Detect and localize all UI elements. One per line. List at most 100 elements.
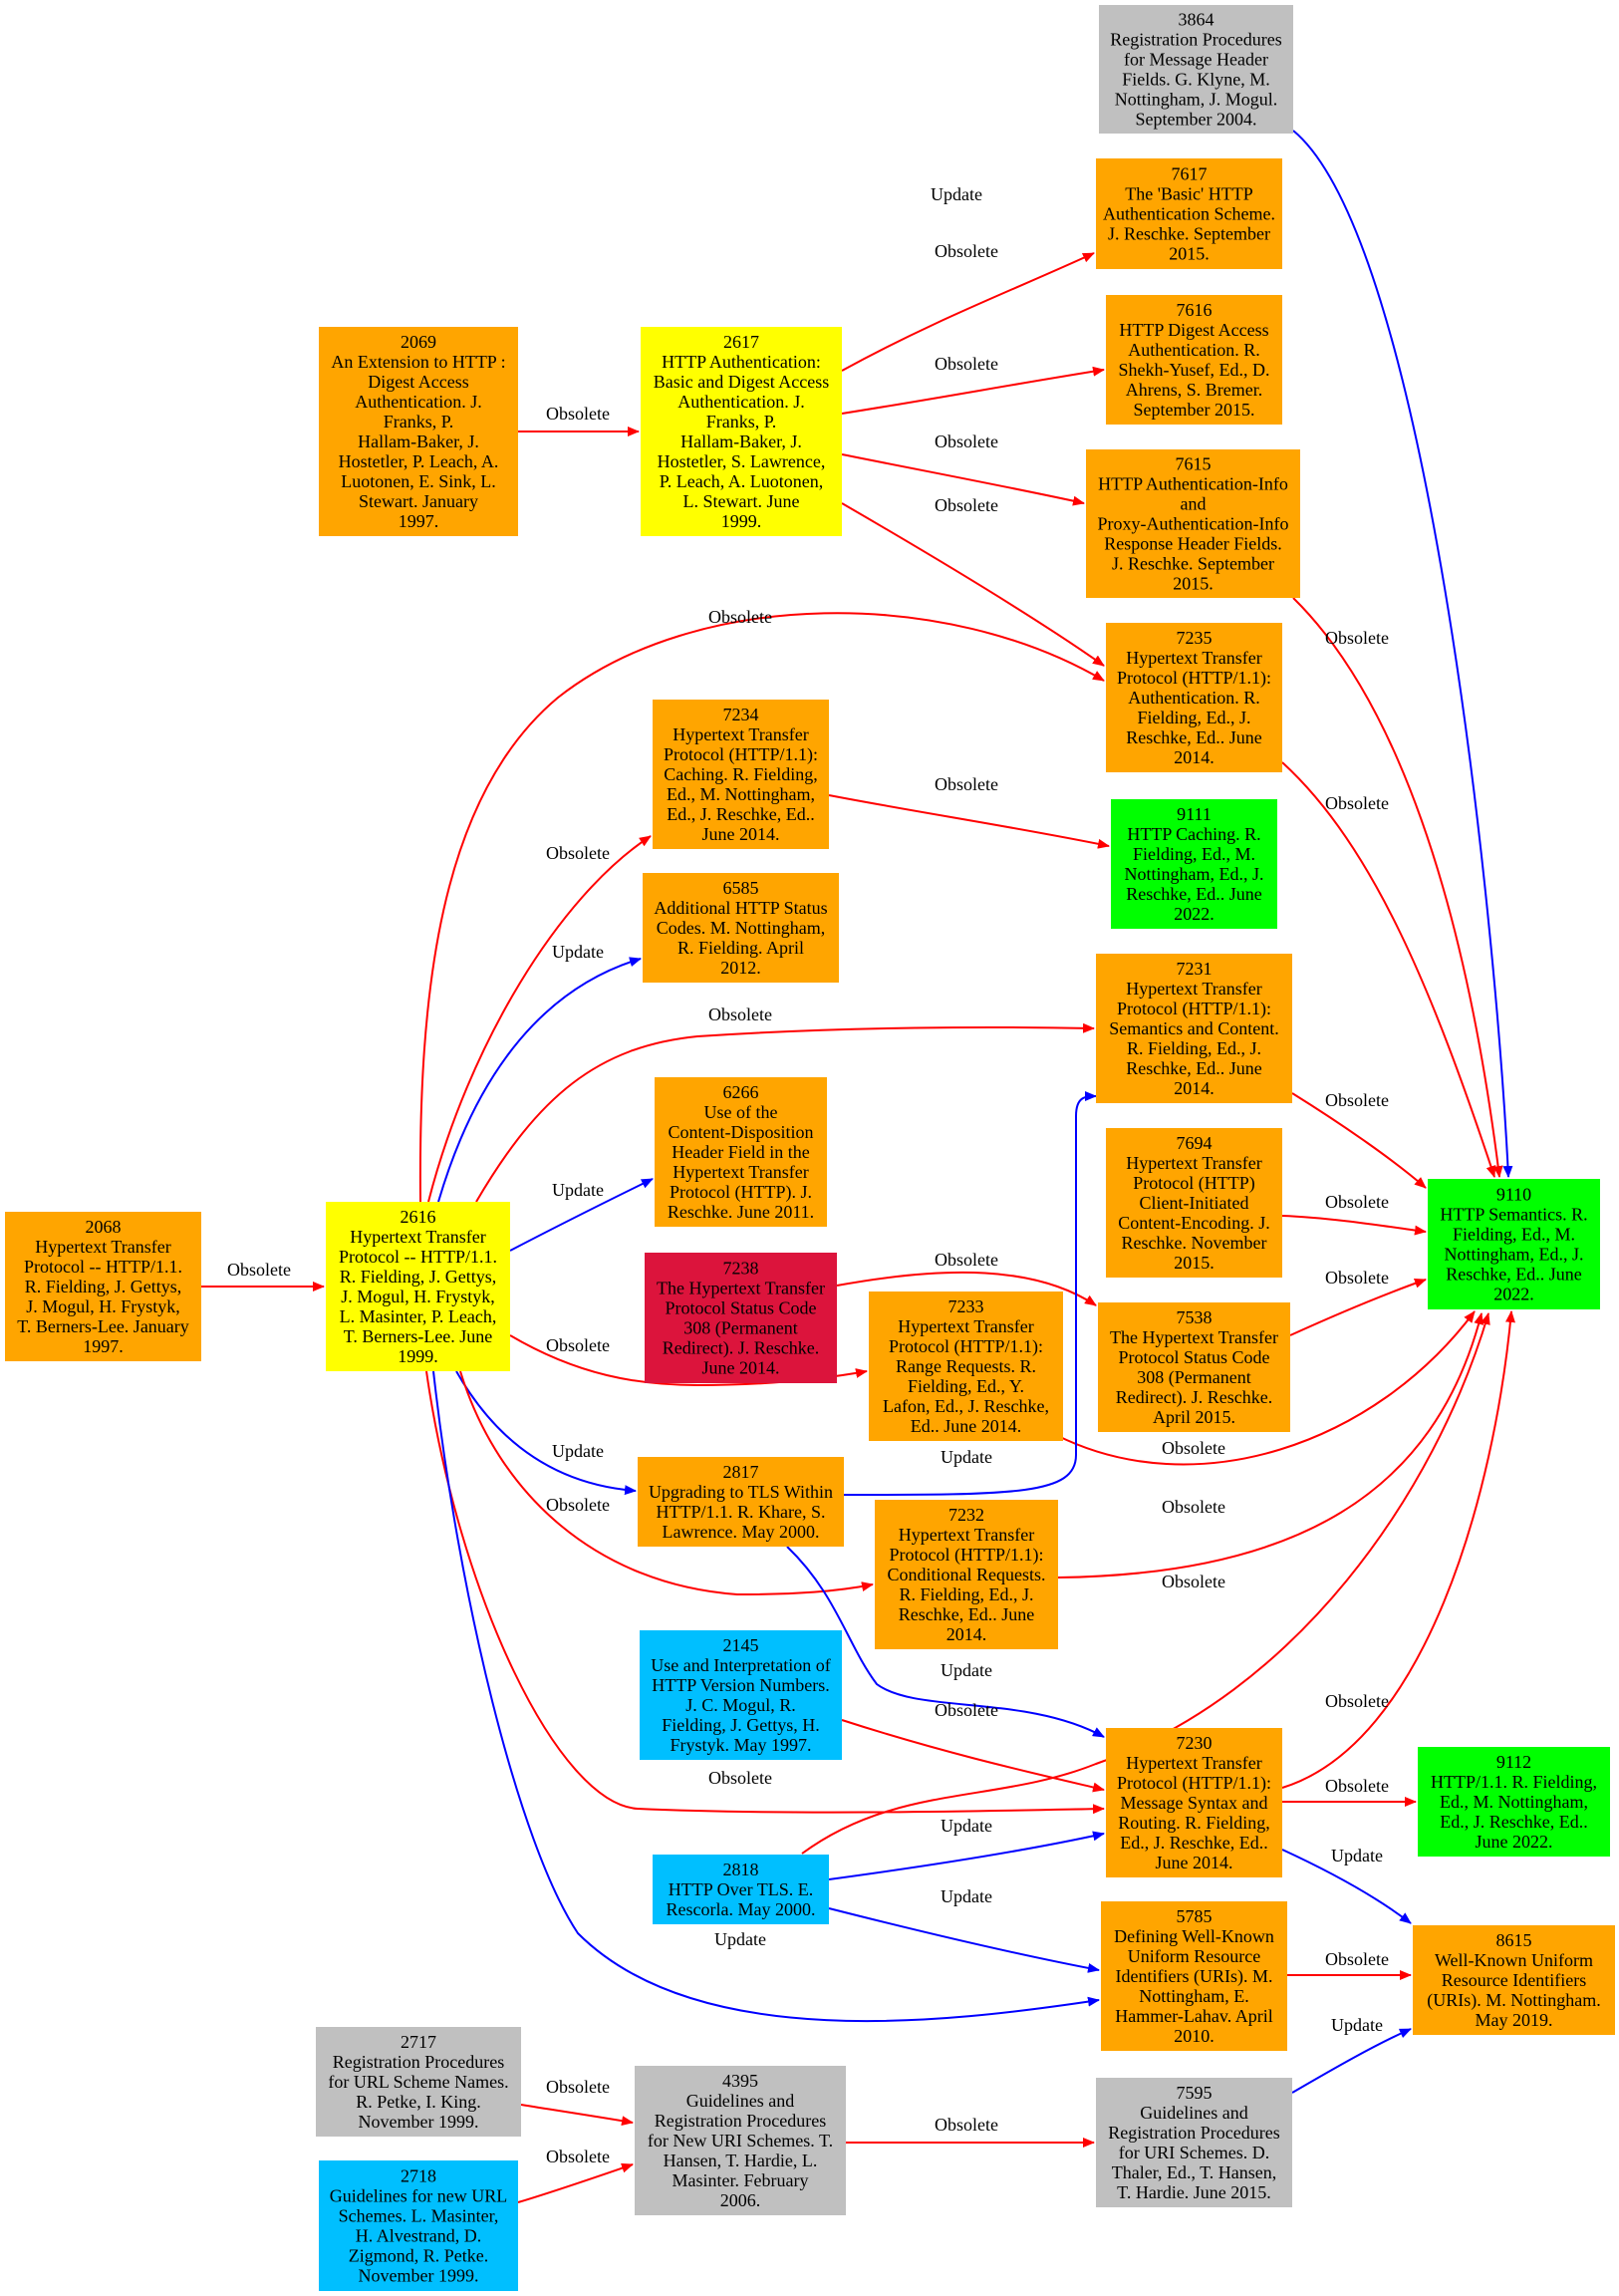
- edge-label-2817-to-7231: Update: [941, 1447, 992, 1467]
- rfc-text-line-7538: April 2015.: [1153, 1407, 1235, 1427]
- rfc-text-line-2069: Hostetler, P. Leach, A.: [339, 451, 499, 471]
- rfc-number-7615: 7615: [1176, 454, 1212, 474]
- rfc-text-line-9111: 2022.: [1174, 904, 1214, 924]
- rfc-number-7230: 7230: [1177, 1733, 1213, 1753]
- rfc-text-line-2068: J. Mogul, H. Frystyk,: [26, 1296, 180, 1316]
- rfc-text-line-7538: 308 (Permanent: [1137, 1367, 1250, 1388]
- rfc-number-3864: 3864: [1179, 10, 1214, 30]
- rfc-node-box-9110: [1428, 1179, 1600, 1309]
- rfc-text-line-7230: Message Syntax and: [1121, 1793, 1268, 1813]
- rfc-text-line-7231: R. Fielding, Ed., J.: [1127, 1038, 1261, 1058]
- rfc-node-box-2818: [653, 1855, 829, 1924]
- rfc-text-line-7235: Protocol (HTTP/1.1):: [1117, 668, 1271, 689]
- rfc-text-line-2718: November 1999.: [359, 2266, 479, 2286]
- rfc-text-line-7232: Protocol (HTTP/1.1):: [890, 1545, 1044, 1566]
- rfc-number-2718: 2718: [401, 2166, 436, 2186]
- edge-label-4395-to-7595: Obsolete: [935, 2115, 998, 2135]
- rfc-number-7616: 7616: [1177, 300, 1213, 320]
- rfc-text-line-7231: Semantics and Content.: [1109, 1018, 1278, 1038]
- edge-label-2069-to-2617: Obsolete: [546, 404, 610, 424]
- edge-label-2617-to-7615: Obsolete: [935, 431, 998, 451]
- edge-label-7238-to-7538: Obsolete: [935, 1250, 998, 1270]
- rfc-text-line-2616: R. Fielding, J. Gettys,: [340, 1267, 497, 1287]
- edge-obsolete-2145-to-7230: [841, 1719, 1105, 1793]
- rfc-text-line-7615: and: [1181, 494, 1207, 514]
- rfc-node-box-7234: [653, 700, 829, 849]
- rfc-number-7231: 7231: [1177, 959, 1213, 979]
- edge-label-7235-to-9110: Obsolete: [1325, 793, 1389, 813]
- rfc-text-line-7232: Hypertext Transfer: [899, 1525, 1034, 1545]
- rfc-text-line-2145: HTTP Version Numbers.: [652, 1675, 830, 1695]
- edge-label-2616-to-7232: Obsolete: [546, 1495, 610, 1515]
- rfc-text-line-6585: Codes. M. Nottingham,: [657, 918, 826, 938]
- rfc-text-line-2068: R. Fielding, J. Gettys,: [25, 1277, 182, 1296]
- rfc-text-line-7694: 2015.: [1174, 1253, 1214, 1273]
- edge-update-2616-to-6266: [509, 1178, 654, 1252]
- rfc-node-box-2069: [319, 327, 518, 536]
- rfc-node-box-6266: [655, 1077, 827, 1227]
- edge-label-2616-to-5785: Update: [714, 1929, 766, 1949]
- rfc-number-2717: 2717: [401, 2032, 436, 2052]
- rfc-text-line-2617: Authentication. J.: [677, 392, 804, 412]
- rfc-node-box-7232: [875, 1500, 1058, 1649]
- rfc-text-line-2717: November 1999.: [359, 2112, 479, 2132]
- rfc-number-2069: 2069: [401, 332, 436, 352]
- rfc-node-box-7538: [1098, 1302, 1290, 1432]
- rfc-text-line-2068: Protocol -- HTTP/1.1.: [24, 1257, 182, 1277]
- edge-label-2616-to-7230: Obsolete: [708, 1768, 772, 1788]
- rfc-text-line-9111: Nottingham, Ed., J.: [1125, 864, 1264, 884]
- rfc-text-line-7694: Reschke. November: [1122, 1233, 1267, 1253]
- rfc-number-6585: 6585: [723, 878, 759, 898]
- rfc-text-line-7233: Protocol (HTTP/1.1):: [889, 1336, 1043, 1357]
- edge-label-2616-to-7231: Obsolete: [708, 1004, 772, 1024]
- rfc-text-line-7230: Routing. R. Fielding,: [1118, 1813, 1270, 1833]
- rfc-text-line-7694: Hypertext Transfer: [1126, 1153, 1261, 1173]
- rfc-text-line-2617: Hostetler, S. Lawrence,: [658, 451, 826, 471]
- rfc-text-line-2069: Luotonen, E. Sink, L.: [341, 471, 496, 491]
- rfc-text-line-2069: Stewart. January: [359, 491, 478, 511]
- rfc-text-line-6266: Reschke. June 2011.: [668, 1202, 814, 1222]
- rfc-text-line-7230: June 2014.: [1156, 1853, 1233, 1872]
- edge-label-3864-to-9110: Update: [931, 184, 982, 204]
- rfc-text-line-2616: J. Mogul, H. Frystyk,: [341, 1287, 495, 1306]
- rfc-text-line-9110: Nottingham, Ed., J.: [1445, 1245, 1584, 1265]
- rfc-text-line-2145: Frystyk. May 1997.: [670, 1735, 811, 1755]
- edge-obsolete-7615-to-9110: [1292, 597, 1503, 1178]
- edge-obsolete-7230-to-9110: [1281, 1310, 1515, 1789]
- rfc-text-line-7616: Shekh-Yusef, Ed., D.: [1119, 360, 1270, 380]
- edge-label-7230-to-8615: Update: [1331, 1846, 1383, 1866]
- rfc-text-line-6266: Header Field in the: [672, 1142, 809, 1162]
- rfc-text-line-7230: Hypertext Transfer: [1126, 1753, 1261, 1773]
